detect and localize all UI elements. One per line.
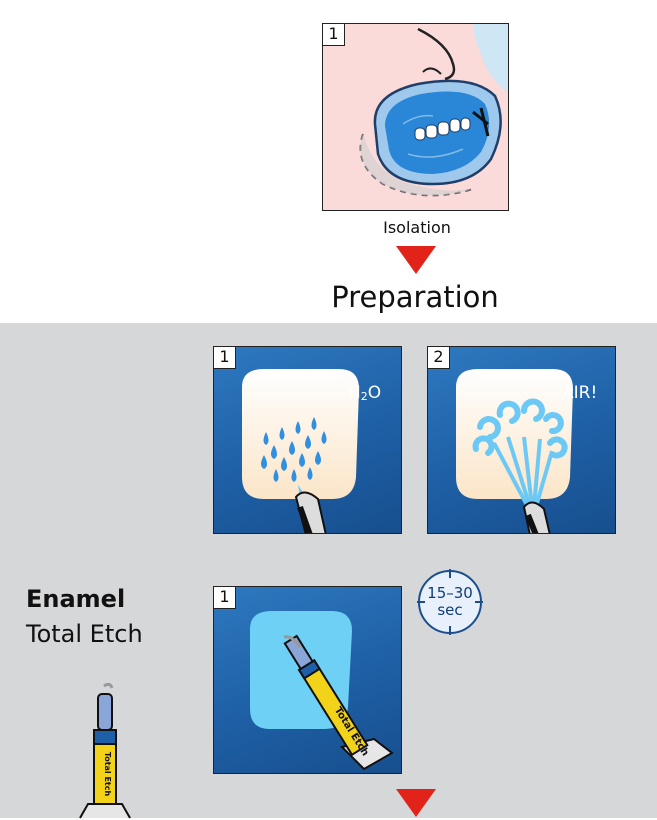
arrow-down-icon bbox=[396, 246, 436, 274]
etch-application-illustration: Total Etch bbox=[250, 611, 394, 771]
enamel-title: Enamel bbox=[26, 585, 126, 613]
preparation-heading: Preparation bbox=[331, 280, 499, 314]
isolation-panel: 1 bbox=[322, 23, 509, 211]
isolation-illustration bbox=[359, 24, 508, 197]
rinse-step-number: 1 bbox=[214, 347, 236, 369]
tooth-surface-illustration bbox=[242, 369, 359, 533]
timer-icon bbox=[417, 569, 483, 635]
timer-unit: sec bbox=[437, 601, 463, 619]
arrow-down-icon-bottom bbox=[396, 789, 436, 817]
syringe-side-label: Total Etch bbox=[103, 752, 112, 797]
timer-range: 15–30 bbox=[427, 584, 473, 602]
timer-badge: 15–30 sec bbox=[415, 568, 485, 636]
isolation-step-number: 1 bbox=[323, 24, 345, 46]
rinse-panel: 1 H2O bbox=[213, 346, 402, 534]
air-dry-panel: 2 AIR! bbox=[427, 346, 616, 534]
air-dry-step-number: 2 bbox=[428, 347, 450, 369]
etch-step-number: 1 bbox=[214, 587, 236, 609]
total-etch-syringe-icon: Total Etch bbox=[79, 682, 131, 819]
air-dry-label: AIR! bbox=[562, 383, 598, 403]
etch-panel: Total Etch 1 bbox=[213, 586, 402, 774]
air-dry-illustration bbox=[456, 369, 573, 533]
rinse-label: H2O bbox=[348, 383, 382, 403]
isolation-caption: Isolation bbox=[383, 218, 451, 237]
total-etch-subtitle: Total Etch bbox=[26, 620, 143, 648]
